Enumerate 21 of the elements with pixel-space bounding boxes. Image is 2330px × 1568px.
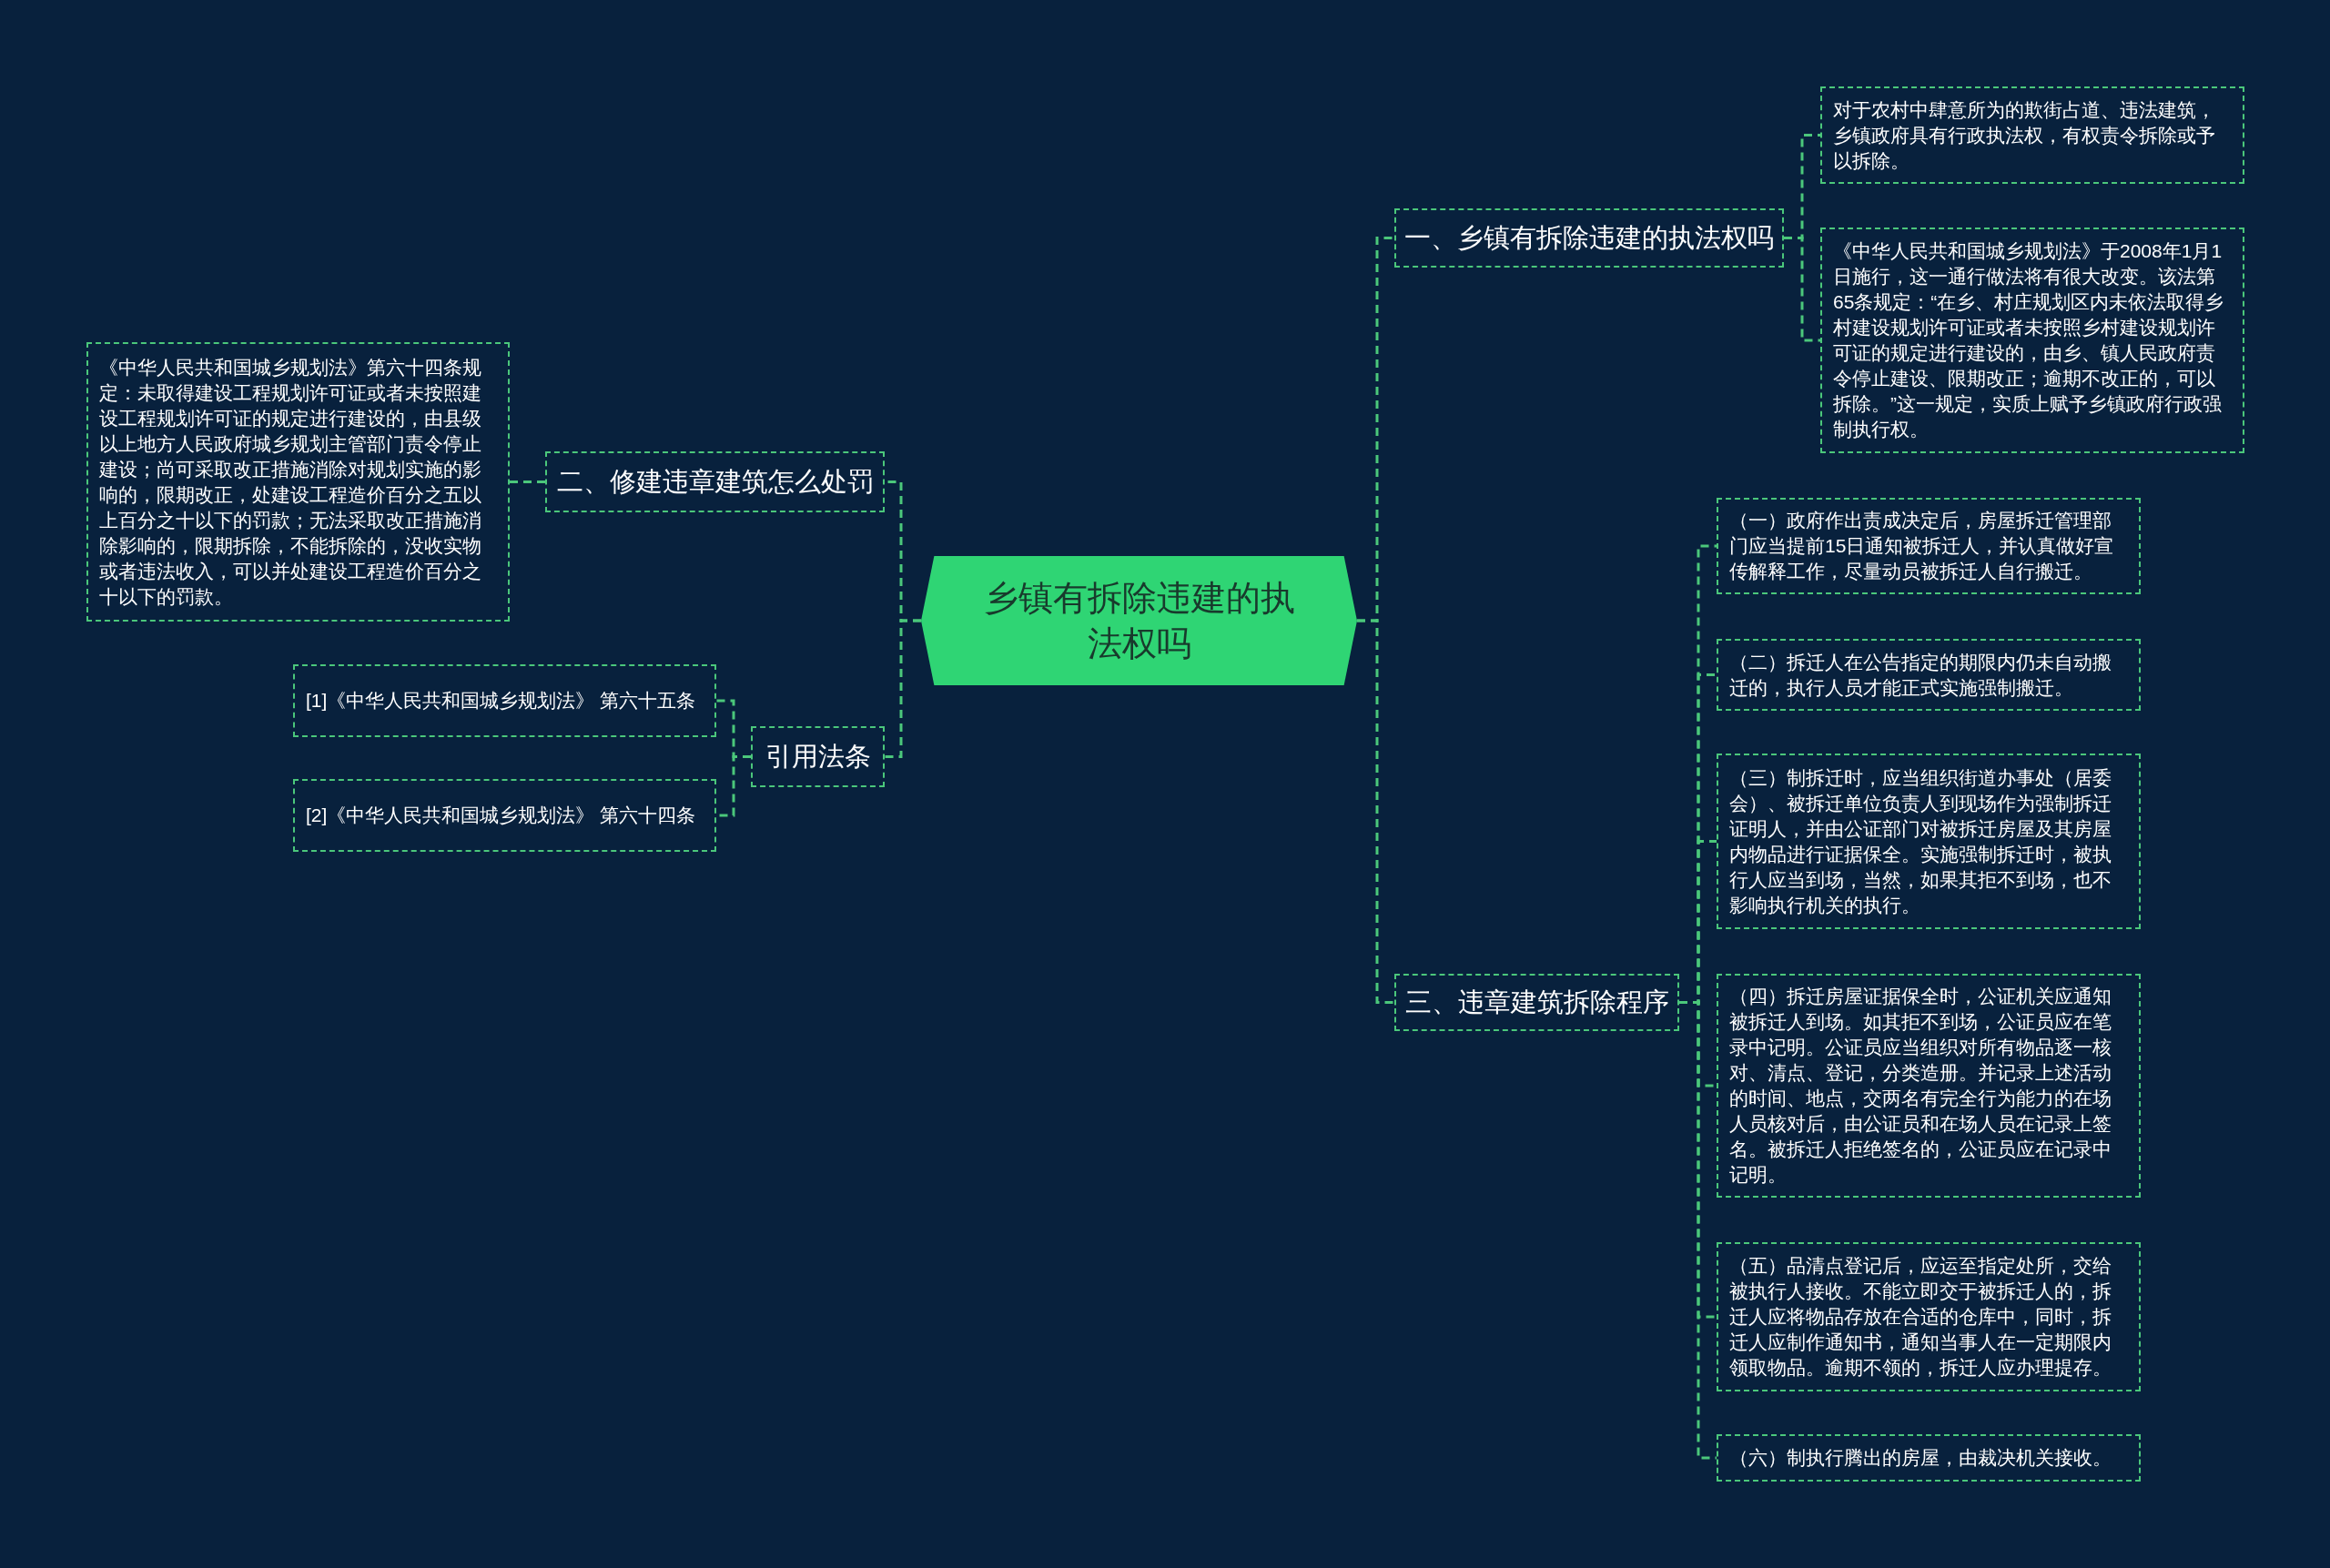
note-box: （一）政府作出责成决定后，房屋拆迁管理部门应当提前15日通知被拆迁人，并认真做好宣传解释工作，尽量动员被拆迁人自行搬迁。 <box>1717 498 2141 594</box>
connector <box>1784 237 1820 342</box>
topic-box: 引用法条 <box>751 726 885 787</box>
note-box: 《中华人民共和国城乡规划法》第六十四条规定：未取得建设工程规划许可证或者未按照建设工程规划许可证的规定进行建设的，由县级以上地方人民政府城乡规划主管部门责令停止建设；尚可采取改正措施消除对规划实施的影响的，限期改正，处建设工程造价百分之五以上百分之十以下的罚款；无法采取改正措施消除影响的，限期拆除，不能拆除的，没收实物或者违法收入，可以并处建设工程造价百分之十以下的罚款。 <box>86 342 510 622</box>
topic-box: 三、违章建筑拆除程序 <box>1394 974 1679 1031</box>
connector <box>1679 1001 1717 1460</box>
note-box: 《中华人民共和国城乡规划法》于2008年1月1日施行，这一通行做法将有很大改变。该法第65条规定：“在乡、村庄规划区内未依法取得乡村建设规划许可证或者未按照乡村建设规划许可证的规定进行建设的，由乡、镇人民政府责令停止建设、限期改正；逾期不改正的，可以拆除。”这一规定，实质上赋予乡镇政府行政强制执行权。 <box>1820 228 2244 453</box>
note-box: [2]《中华人民共和国城乡规划法》 第六十四条 <box>293 779 716 852</box>
central-topic: 乡镇有拆除违建的执法权吗 <box>921 556 1357 685</box>
note-box: （二）拆迁人在公告指定的期限内仍未自动搬迁的，执行人员才能正式实施强制搬迁。 <box>1717 639 2141 711</box>
note-box: 对于农村中肆意所为的欺街占道、违法建筑，乡镇政府具有行政执法权，有权责令拆除或予以拆除。 <box>1820 86 2244 184</box>
note-box: （六）制执行腾出的房屋，由裁决机关接收。 <box>1717 1434 2141 1482</box>
connector <box>885 619 921 758</box>
topic-box: 二、修建违章建筑怎么处罚 <box>545 451 885 512</box>
connector <box>510 481 545 483</box>
note-box: （四）拆迁房屋证据保全时，公证机关应通知被拆迁人到场。如其拒不到场，公证员应在笔录中记明。公证员应当组织对所有物品逐一核对、清点、登记，分类造册。并记录上述活动的时间、地点，交两名有完全行为能力的在场人员核对后，由公证员和在场人员在记录上签名。被拆迁人拒绝签名的，公证员应在记录中记明。 <box>1717 974 2141 1198</box>
note-box: （三）制拆迁时，应当组织街道办事处（居委会）、被拆迁单位负责人到现场作为强制拆迁证明人，并由公证部门对被拆迁房屋及其房屋内物品进行证据保全。实施强制拆迁时，被执行人应当到场，当然，如果其拒不到场，也不影响执行机关的执行。 <box>1717 754 2141 929</box>
connector <box>1357 619 1394 1004</box>
note-box: [1]《中华人民共和国城乡规划法》 第六十五条 <box>293 664 716 737</box>
note-box: （五）品清点登记后，应运至指定处所，交给被执行人接收。不能立即交于被拆迁人的，拆迁人应将物品存放在合适的仓库中，同时，拆迁人应制作通知书，通知当事人在一定期限内领取物品。逾期不领的，拆迁人应办理提存。 <box>1717 1242 2141 1391</box>
topic-box: 一、乡镇有拆除违建的执法权吗 <box>1394 208 1784 268</box>
